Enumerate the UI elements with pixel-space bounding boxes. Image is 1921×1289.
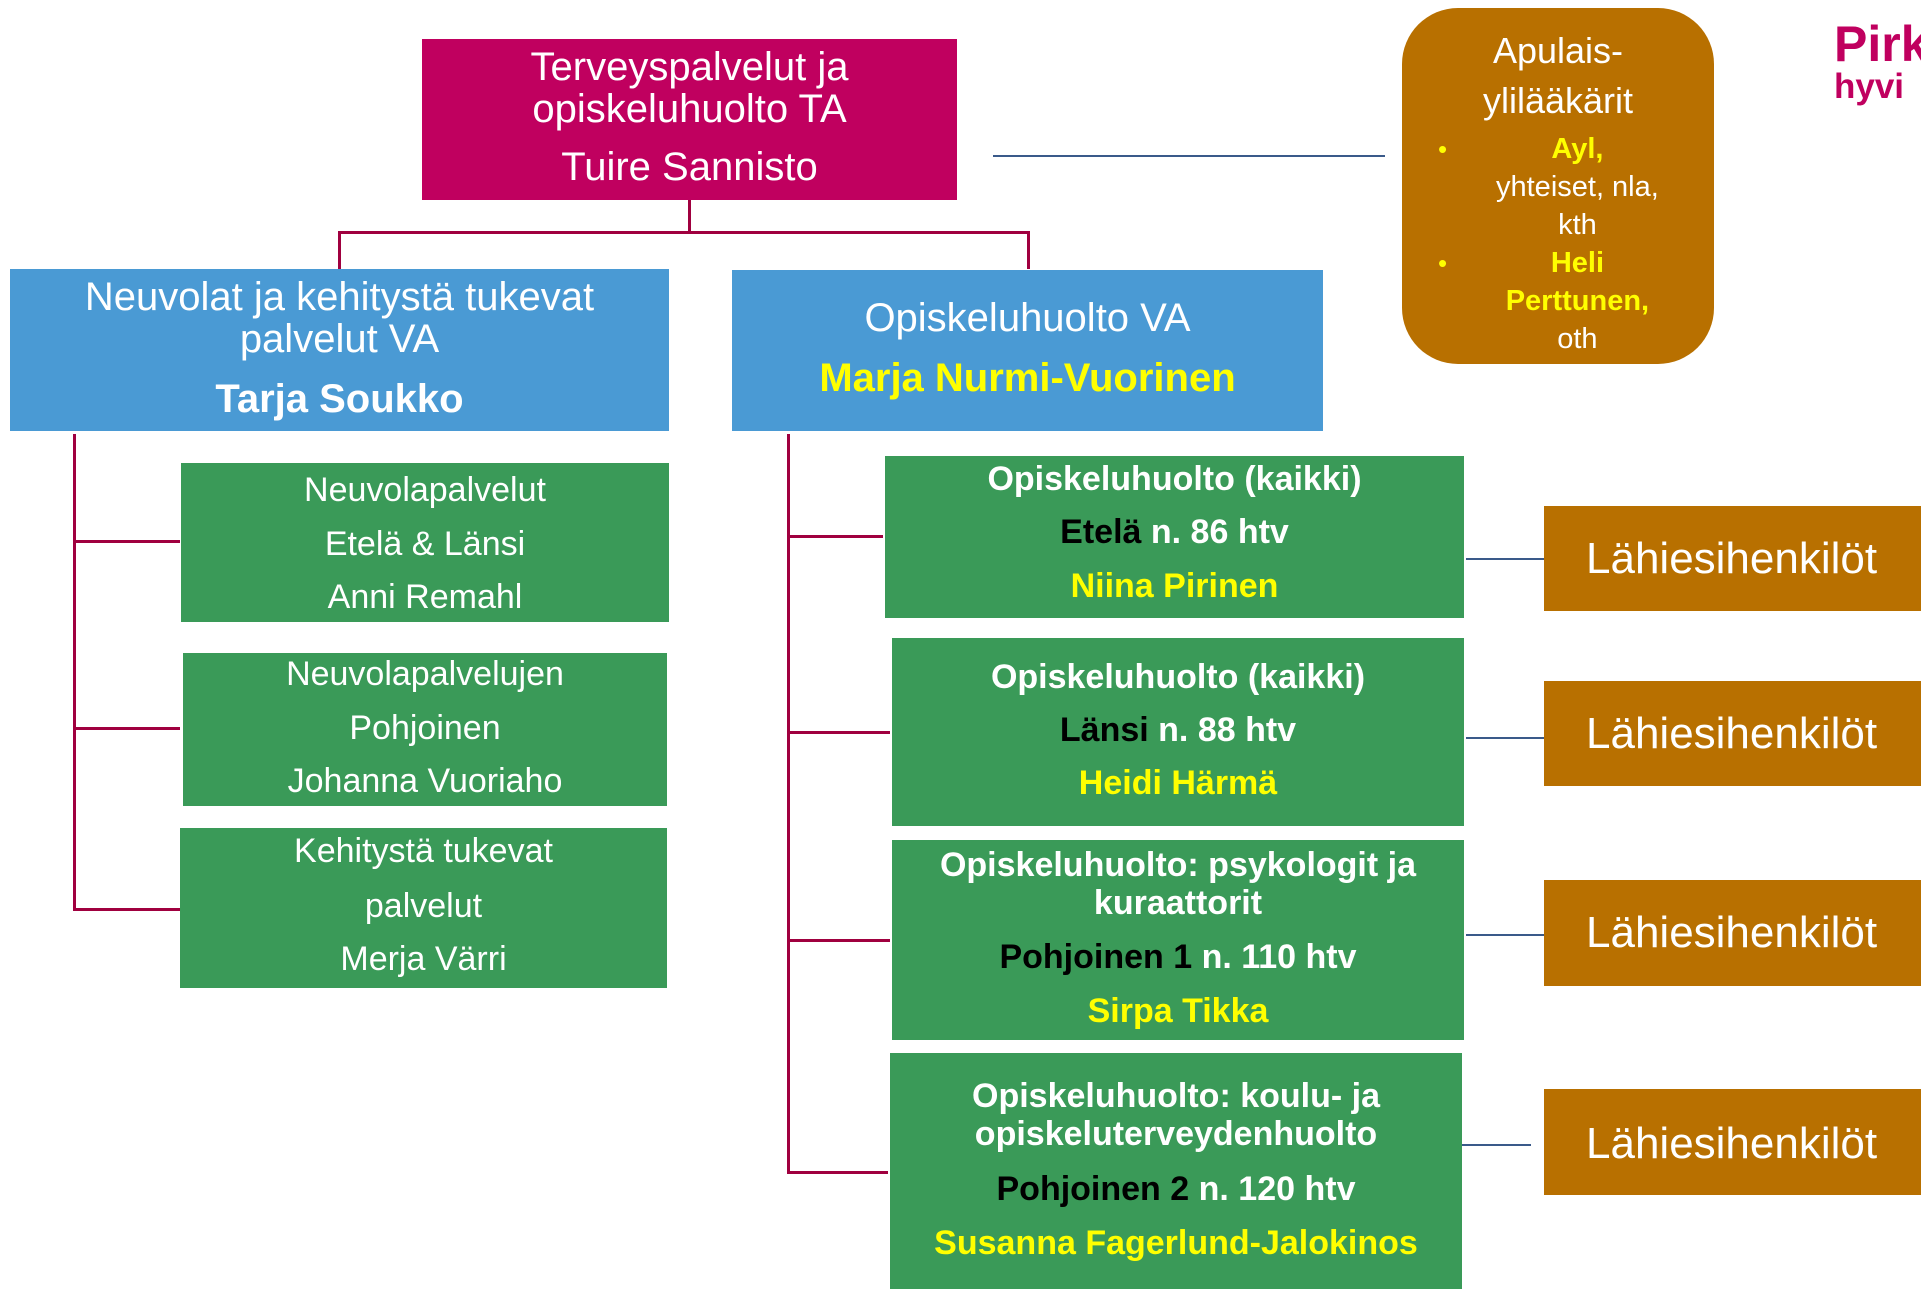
lahiesihenkilot-box-2: Lähiesihenkilöt [1544, 681, 1921, 786]
apulais-title-line2: ylilääkärit [1482, 80, 1634, 121]
top-box: Terveyspalvelut ja opiskeluhuolto TA Tui… [422, 39, 957, 200]
connector-lahi-3 [1466, 934, 1544, 936]
opiskelu-unit-4-row: Pohjoinen 2 n. 120 htv [890, 1170, 1462, 1209]
opiskelu-unit-2-area: Länsi [1059, 711, 1149, 749]
organization-logo: Pirk hyvi [1834, 18, 1921, 104]
opiskelu-unit-1-htv: n. 86 htv [1150, 513, 1289, 551]
opiskelu-unit-2: Opiskeluhuolto (kaikki) Länsi n. 88 htv … [892, 638, 1464, 826]
connector-neuvolat-branch-3 [73, 908, 180, 911]
neuvola-unit-2-line2: Pohjoinen [349, 709, 501, 747]
neuvolat-box: Neuvolat ja kehitystä tukevat palvelut V… [10, 269, 669, 431]
lahiesihenkilot-box-3: Lähiesihenkilöt [1544, 880, 1921, 986]
opiskelu-unit-1-person: Niina Pirinen [1070, 567, 1279, 605]
opiskelu-unit-1-row: Etelä n. 86 htv [885, 513, 1464, 552]
logo-line2: hyvi [1834, 67, 1905, 106]
opiskelu-unit-3-title-line2: kuraattorit [1093, 884, 1263, 922]
neuvola-unit-3: Kehitystä tukevat palvelut Merja Värri [180, 828, 667, 988]
opiskelu-unit-3: Opiskeluhuolto: psykologit ja kuraattori… [892, 840, 1464, 1040]
neuvola-unit-3-line1: Kehitystä tukevat [294, 832, 553, 870]
connector-opiskelu-branch-1 [787, 535, 883, 538]
apulais-title-line1: Apulais- [1492, 30, 1624, 71]
apulais-item-2: • Heli Perttunen, oth [1428, 244, 1659, 358]
connector-opiskelu-branch-2 [787, 731, 890, 734]
opiskelu-unit-2-htv: n. 88 htv [1158, 711, 1297, 749]
connector-opiskelu-trunk [787, 434, 790, 1174]
apulais-item-1-desc-line2: kth [1558, 209, 1597, 241]
apulais-item-1-desc-line1: yhteiset, nla, [1496, 171, 1659, 203]
bullet-icon: • [1438, 134, 1448, 164]
apulais-item-1-name: Ayl, [1551, 133, 1604, 165]
top-person: Tuire Sannisto [561, 145, 818, 189]
connector-opiskelu-branch-3 [787, 939, 890, 942]
opiskelu-unit-4: Opiskeluhuolto: koulu- ja opiskelutervey… [890, 1053, 1462, 1289]
neuvola-unit-3-line3: Merja Värri [340, 940, 507, 978]
opiskelu-unit-3-row: Pohjoinen 1 n. 110 htv [892, 938, 1464, 977]
opiskelu-unit-1-area: Etelä [1060, 513, 1142, 551]
neuvolat-title-line2: palvelut VA [239, 317, 440, 361]
apulais-item-2-name-line2: Perttunen, [1505, 285, 1650, 317]
opiskelu-unit-3-area: Pohjoinen 1 [999, 938, 1193, 976]
neuvola-unit-1-line1: Neuvolapalvelut [304, 471, 546, 509]
opiskeluhuolto-title: Opiskeluhuolto VA [864, 296, 1191, 340]
connector-neuvolat-branch-2 [73, 727, 180, 730]
neuvola-unit-2-line3: Johanna Vuoriaho [287, 762, 563, 800]
opiskelu-unit-1: Opiskeluhuolto (kaikki) Etelä n. 86 htv … [885, 456, 1464, 618]
neuvolat-title-line1: Neuvolat ja kehitystä tukevat [84, 275, 595, 319]
opiskelu-unit-3-person: Sirpa Tikka [1087, 992, 1269, 1030]
connector-lahi-4 [1453, 1144, 1531, 1146]
connector-top-horizontal [338, 231, 1029, 234]
apulais-item-1: • Ayl, yhteiset, nla, kth [1428, 130, 1659, 244]
logo-line1: Pirk [1834, 16, 1921, 72]
connector-top-apulais [993, 155, 1385, 157]
connector-top-vertical [688, 200, 691, 232]
lahiesihenkilot-box-4: Lähiesihenkilöt [1544, 1089, 1921, 1195]
opiskelu-unit-2-title: Opiskeluhuolto (kaikki) [990, 658, 1366, 696]
opiskelu-unit-3-title-line1: Opiskeluhuolto: psykologit ja [939, 846, 1417, 884]
connector-lahi-2 [1466, 737, 1544, 739]
opiskelu-unit-4-htv: n. 120 htv [1198, 1170, 1356, 1208]
neuvola-unit-1: Neuvolapalvelut Etelä & Länsi Anni Remah… [181, 463, 669, 622]
top-title-line2: opiskeluhuolto TA [532, 87, 847, 131]
lahiesihenkilot-box-1: Lähiesihenkilöt [1544, 506, 1921, 611]
apulais-box: Apulais- ylilääkärit • Ayl, yhteiset, nl… [1402, 8, 1714, 364]
neuvola-unit-3-line2: palvelut [364, 887, 483, 925]
opiskelu-unit-4-title-line2: opiskeluterveydenhuolto [974, 1115, 1378, 1153]
opiskelu-unit-2-person: Heidi Härmä [1078, 764, 1278, 802]
lahiesihenkilot-label-4: Lähiesihenkilöt [1586, 1119, 1878, 1168]
connector-neuvolat-branch-1 [73, 540, 180, 543]
connector-neuvolat-trunk [73, 434, 76, 910]
top-title-line1: Terveyspalvelut ja [530, 45, 849, 89]
opiskeluhuolto-box: Opiskeluhuolto VA Marja Nurmi-Vuorinen [732, 270, 1323, 431]
lahiesihenkilot-label-1: Lähiesihenkilöt [1586, 534, 1878, 583]
lahiesihenkilot-label-3: Lähiesihenkilöt [1586, 908, 1878, 957]
apulais-item-2-desc: oth [1557, 323, 1598, 355]
neuvola-unit-1-line3: Anni Remahl [327, 578, 523, 616]
apulais-list: • Ayl, yhteiset, nla, kth • Heli Perttun… [1428, 130, 1659, 358]
opiskelu-unit-1-title: Opiskeluhuolto (kaikki) [987, 460, 1362, 498]
neuvola-unit-2-line1: Neuvolapalvelujen [286, 655, 564, 693]
connector-lahi-1 [1466, 558, 1544, 560]
opiskelu-unit-4-person: Susanna Fagerlund-Jalokinos [934, 1224, 1418, 1262]
neuvolat-person: Tarja Soukko [215, 377, 464, 421]
neuvola-unit-2: Neuvolapalvelujen Pohjoinen Johanna Vuor… [183, 653, 667, 806]
opiskelu-unit-3-htv: n. 110 htv [1201, 938, 1357, 976]
bullet-icon: • [1438, 248, 1448, 278]
lahiesihenkilot-label-2: Lähiesihenkilöt [1586, 709, 1878, 758]
connector-to-opiskeluhuolto [1027, 231, 1030, 269]
connector-to-neuvolat [338, 231, 341, 269]
apulais-item-2-name-line1: Heli [1550, 247, 1604, 279]
opiskelu-unit-2-row: Länsi n. 88 htv [892, 711, 1464, 750]
neuvola-unit-1-line2: Etelä & Länsi [324, 525, 526, 563]
connector-opiskelu-branch-4 [787, 1171, 888, 1174]
opiskeluhuolto-person: Marja Nurmi-Vuorinen [819, 356, 1236, 400]
opiskelu-unit-4-title-line1: Opiskeluhuolto: koulu- ja [972, 1077, 1380, 1115]
opiskelu-unit-4-area: Pohjoinen 2 [996, 1170, 1190, 1208]
